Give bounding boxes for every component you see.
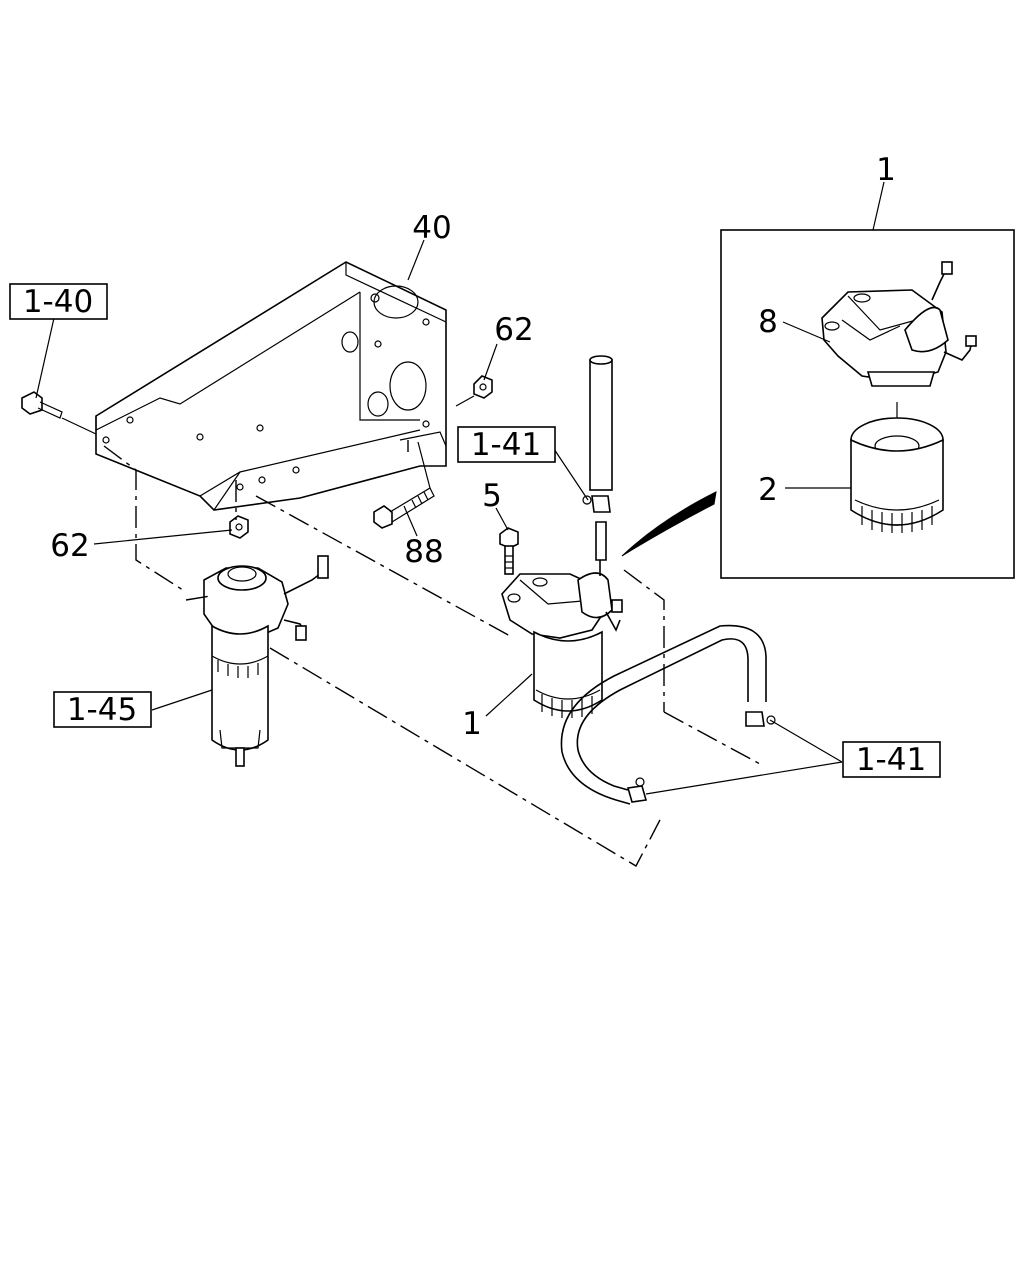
hose-lower-1-41 bbox=[560, 624, 776, 805]
callout-bolt-88: 88 bbox=[404, 534, 443, 570]
detail-inset bbox=[720, 181, 1015, 579]
bolt-axis-88 bbox=[417, 441, 431, 489]
inset-frame bbox=[720, 229, 1015, 579]
callout-nut-62-left: 62 bbox=[50, 528, 89, 564]
ref-box-1-41-lower bbox=[842, 741, 941, 778]
callout-head-8: 8 bbox=[758, 304, 778, 340]
leader-bolt-5 bbox=[495, 507, 509, 531]
leader-ref-1-41-upper bbox=[551, 445, 589, 501]
callout-ref-1-40: 1-40 bbox=[23, 284, 93, 320]
bolt-88 bbox=[373, 487, 435, 529]
nut-62-right bbox=[473, 375, 493, 399]
leader-ref-1-41-lower-a bbox=[769, 719, 843, 763]
fuel-filter-assembly-1 bbox=[501, 560, 623, 718]
assembly-center-lines bbox=[103, 440, 761, 867]
leader-ref-1-40 bbox=[35, 317, 55, 399]
leader-head-8 bbox=[782, 321, 831, 343]
leader-assembly-1-top bbox=[872, 181, 885, 231]
leader-assembly-1-lower bbox=[485, 673, 533, 717]
inset-pointer-wedge bbox=[621, 491, 717, 557]
callout-assembly-1-lower: 1 bbox=[462, 706, 482, 742]
leader-ref-1-41-lower-b bbox=[645, 761, 843, 795]
callout-ref-1-45: 1-45 bbox=[67, 692, 137, 728]
filter-element-2 bbox=[850, 417, 944, 533]
callout-bracket-40: 40 bbox=[412, 210, 451, 246]
callout-ref-1-41-lower: 1-41 bbox=[856, 742, 926, 778]
nut-62-left bbox=[229, 515, 249, 539]
callout-bolt-5: 5 bbox=[482, 478, 502, 514]
filter-head-8 bbox=[821, 261, 977, 387]
leader-nut-62-left bbox=[93, 529, 233, 545]
mounting-bracket-40 bbox=[95, 261, 447, 511]
leader-bracket-40 bbox=[407, 239, 425, 281]
hose-upper-1-41 bbox=[582, 355, 613, 561]
bolt-1-40 bbox=[21, 391, 63, 419]
callout-element-2: 2 bbox=[758, 472, 778, 508]
fuel-filter-1-45 bbox=[203, 555, 329, 767]
bolt-5 bbox=[499, 527, 519, 575]
callout-ref-1-41-upper: 1-41 bbox=[471, 427, 541, 463]
leader-nut-62-right bbox=[483, 343, 498, 381]
callout-assembly-1-top: 1 bbox=[876, 152, 896, 188]
nut-axis-62-right bbox=[455, 395, 475, 407]
ref-box-1-40 bbox=[9, 283, 108, 320]
ref-box-1-41-upper bbox=[457, 426, 556, 463]
bolt-axis-1-40 bbox=[61, 417, 97, 435]
leader-bolt-88 bbox=[403, 505, 418, 537]
ref-box-1-45 bbox=[53, 691, 152, 728]
callout-nut-62-right: 62 bbox=[494, 312, 533, 348]
leader-ref-1-45 bbox=[151, 689, 213, 711]
